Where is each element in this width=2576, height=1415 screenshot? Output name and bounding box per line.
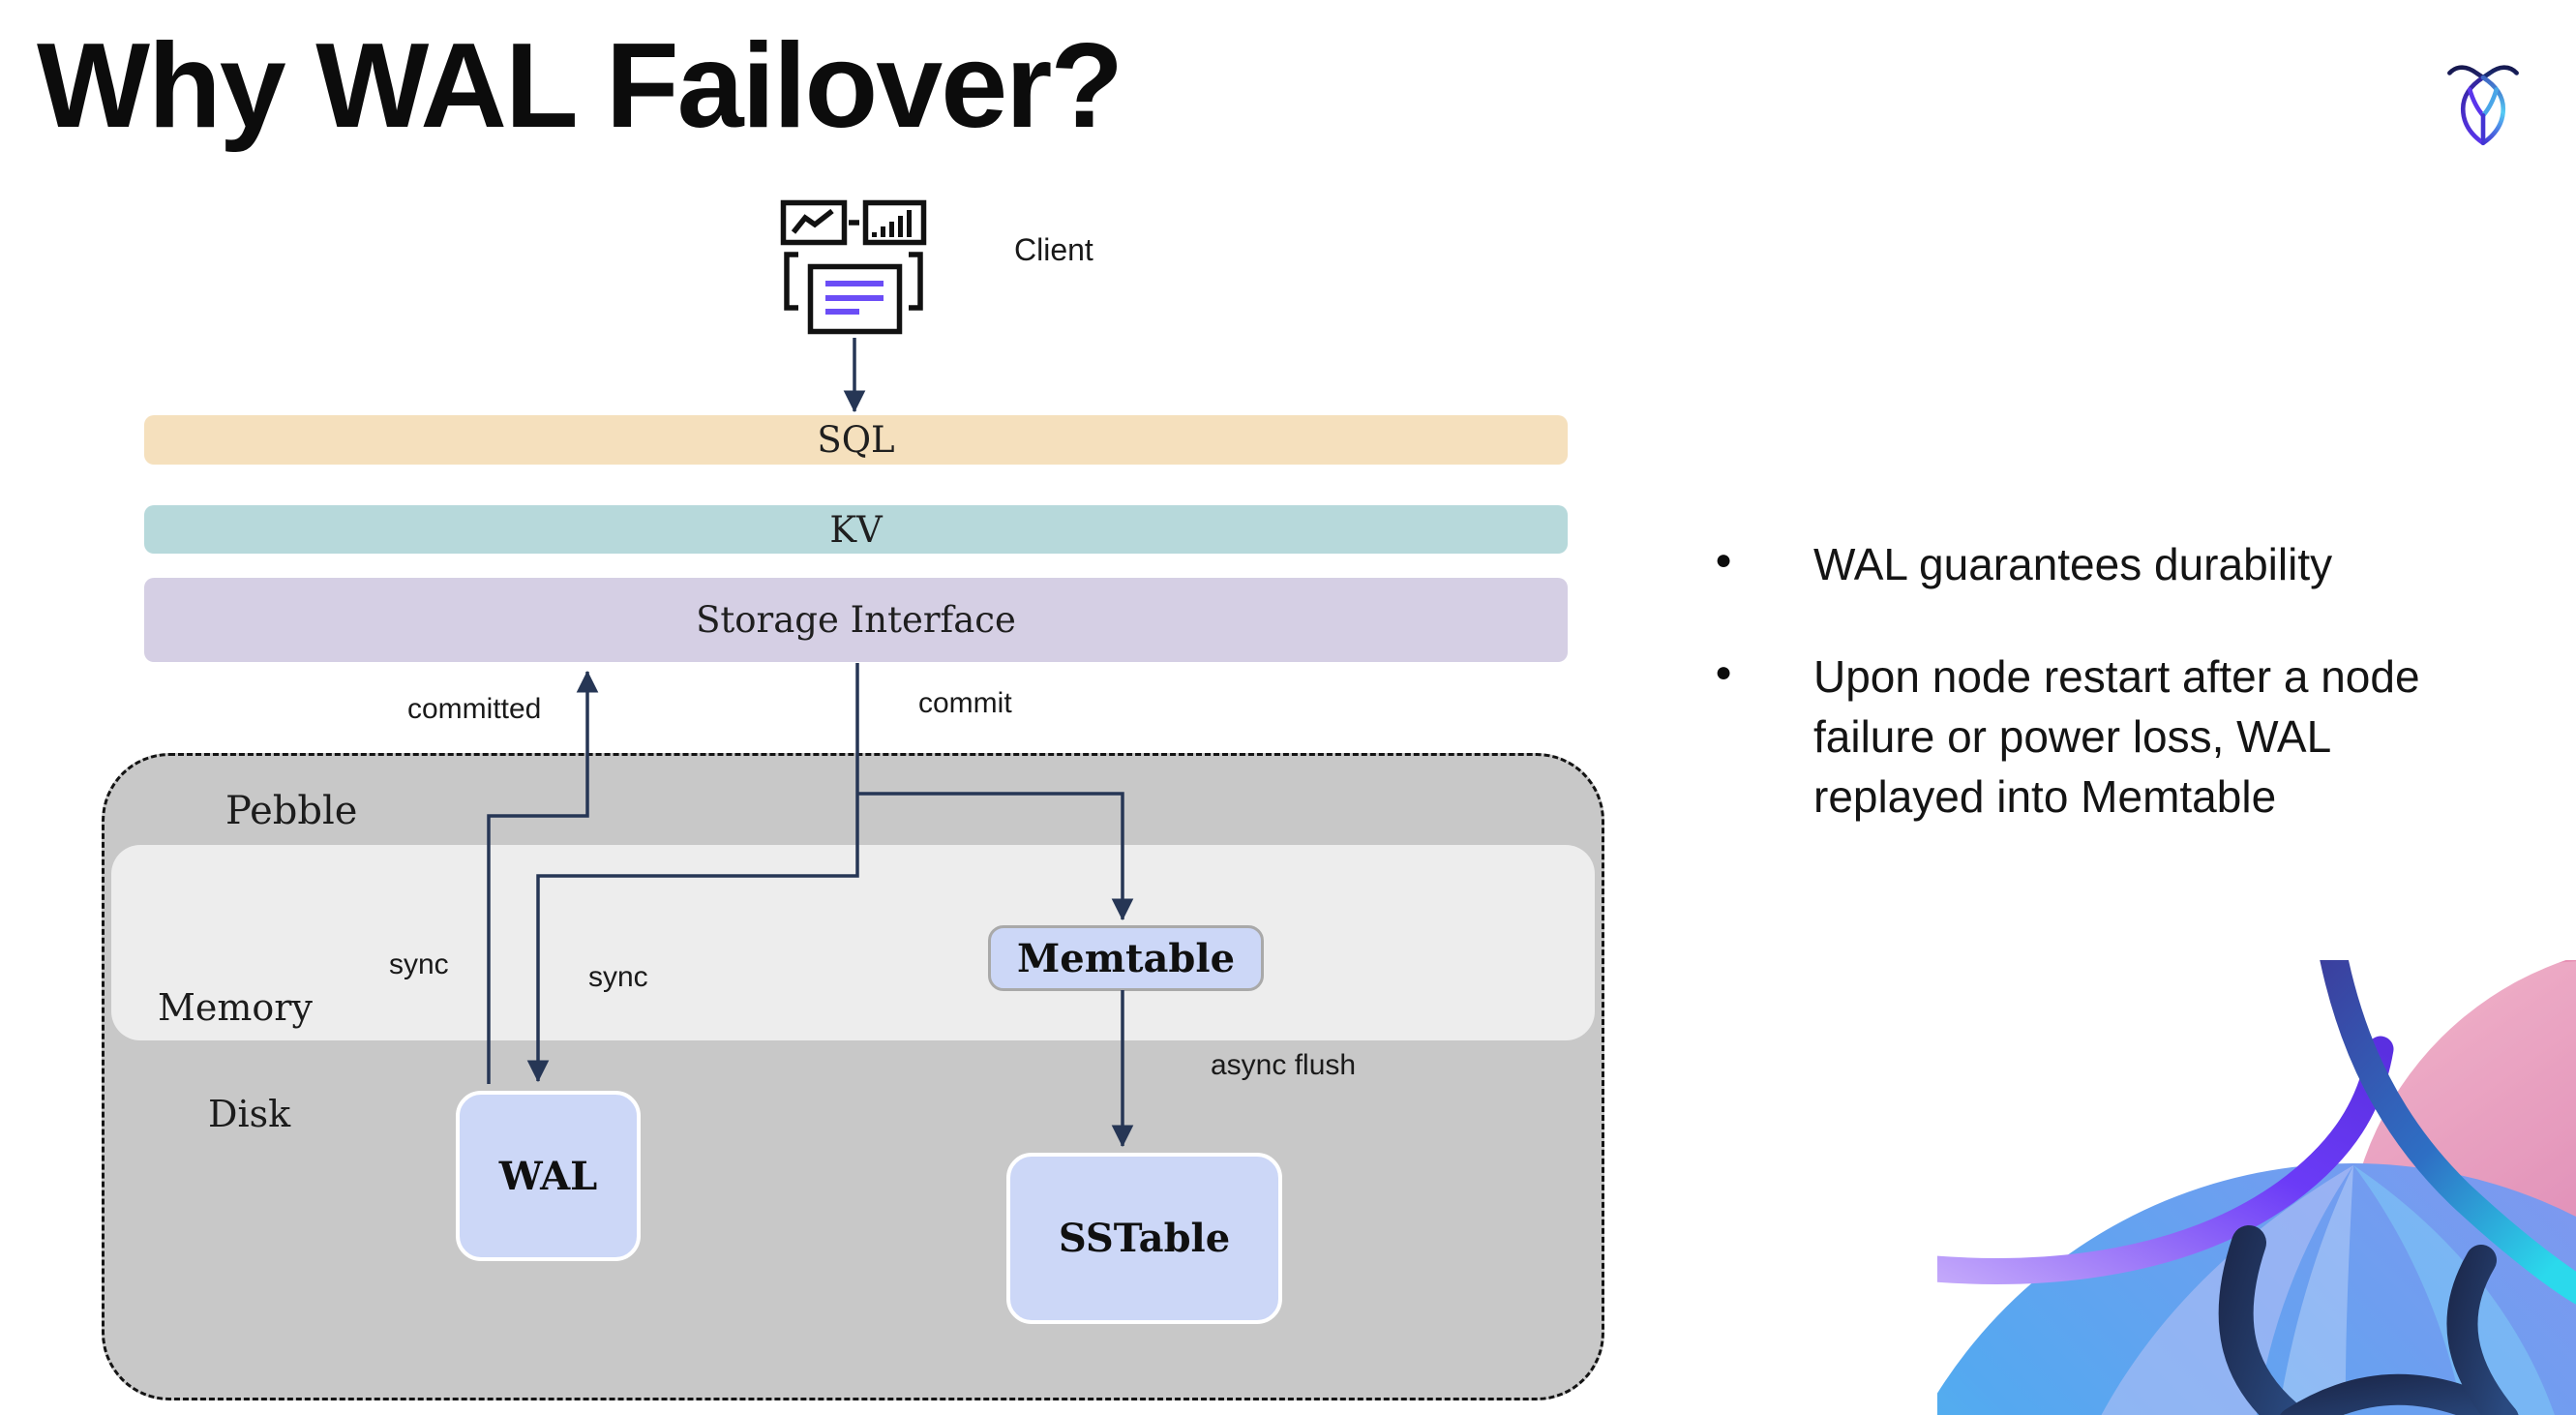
sstable-node: SSTable xyxy=(1006,1153,1282,1324)
sstable-label: SSTable xyxy=(1058,1216,1231,1261)
edge-label-sync-down: sync xyxy=(588,961,648,993)
cockroachdb-logo-icon xyxy=(2447,65,2519,146)
edge-label-committed: committed xyxy=(407,693,542,725)
layer-sql-label: SQL xyxy=(817,419,895,461)
memtable-node: Memtable xyxy=(988,925,1264,991)
bullet-dot: ● xyxy=(1715,544,1733,576)
client-label: Client xyxy=(1014,232,1093,267)
layer-storage-interface: Storage Interface xyxy=(144,578,1568,662)
bullet-text: WAL guarantees durability xyxy=(1813,539,2333,589)
edge-label-commit: commit xyxy=(918,687,1012,719)
left-bracket xyxy=(784,252,798,311)
bullet-item: ● Upon node restart after a node failure… xyxy=(1715,647,2470,827)
bullet-text: Upon node restart after a node failure o… xyxy=(1813,651,2420,822)
right-bracket xyxy=(909,252,923,311)
layer-sql: SQL xyxy=(144,415,1568,465)
memory-region xyxy=(111,845,1595,1040)
layer-storage-interface-label: Storage Interface xyxy=(696,599,1016,641)
purple-arc xyxy=(1937,1036,2394,1284)
bullet-dot: ● xyxy=(1715,656,1733,688)
navy-cyan-arc xyxy=(2320,960,2576,1305)
client-apps-icon xyxy=(780,199,927,335)
layer-kv-label: KV xyxy=(829,508,883,551)
bullet-list: ● WAL guarantees durability ● Upon node … xyxy=(1715,534,2470,827)
wal-node: WAL xyxy=(456,1091,641,1261)
pebble-label: Pebble xyxy=(225,789,358,833)
edge-label-async-flush: async flush xyxy=(1211,1049,1357,1081)
bullet-item: ● WAL guarantees durability xyxy=(1715,534,2470,594)
page-title: Why WAL Failover? xyxy=(37,19,1123,153)
pebble-container: Pebble Memory Disk sync sync async flush… xyxy=(102,753,1604,1400)
layer-kv: KV xyxy=(144,505,1568,554)
edge-label-sync-up: sync xyxy=(389,948,449,980)
memory-label: Memory xyxy=(158,986,313,1029)
memtable-label: Memtable xyxy=(1016,935,1236,981)
line-chart-icon xyxy=(780,199,848,246)
disk-label: Disk xyxy=(208,1093,291,1135)
vein-stroke xyxy=(2446,1245,2519,1415)
corner-brand-art xyxy=(1937,960,2576,1415)
wal-label: WAL xyxy=(498,1153,598,1199)
vein-stroke xyxy=(2218,1225,2310,1415)
